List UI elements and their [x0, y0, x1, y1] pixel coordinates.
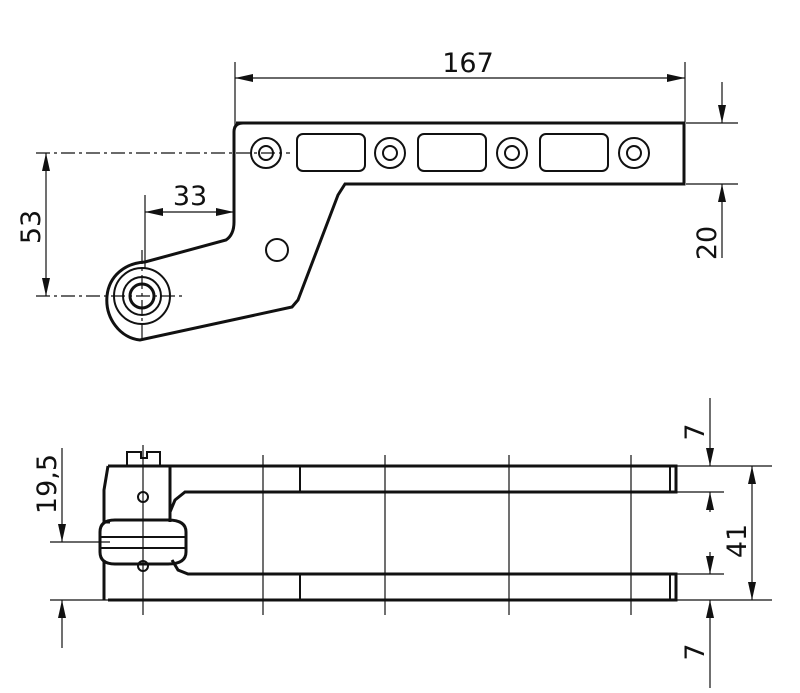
- upper-bar: [108, 464, 678, 513]
- bar-hole-3-outer: [496, 137, 528, 169]
- dimension-167: 167: [442, 48, 494, 79]
- arm-hole: [265, 238, 289, 262]
- dimension-20: 20: [692, 226, 723, 260]
- dimension-41: 41: [722, 524, 753, 558]
- bar-slot-1: [296, 133, 366, 172]
- dimension-53: 53: [16, 210, 47, 244]
- screw-head: [126, 451, 161, 466]
- hub-body: [102, 465, 172, 600]
- lower-bar: [108, 559, 678, 602]
- bar-hole-4-inner: [626, 145, 642, 161]
- bar-hole-2-outer: [374, 137, 406, 169]
- side-view: 7 41 7 19,5: [32, 398, 772, 688]
- dimension-7-bottom: 7: [680, 643, 711, 660]
- hub-collar: [98, 518, 188, 566]
- dimension-19-5: 19,5: [32, 454, 63, 514]
- dimension-33: 33: [173, 181, 207, 212]
- top-view: 167 20 33 53: [16, 48, 738, 342]
- bar-slot-2: [417, 133, 487, 172]
- bar-hole-3-inner: [504, 145, 520, 161]
- bar-slot-3: [539, 133, 609, 172]
- bar-hole-4-outer: [618, 137, 650, 169]
- bar-hole-2-inner: [382, 145, 398, 161]
- bracket-outline: [105, 121, 686, 342]
- dimension-7-top: 7: [680, 423, 711, 440]
